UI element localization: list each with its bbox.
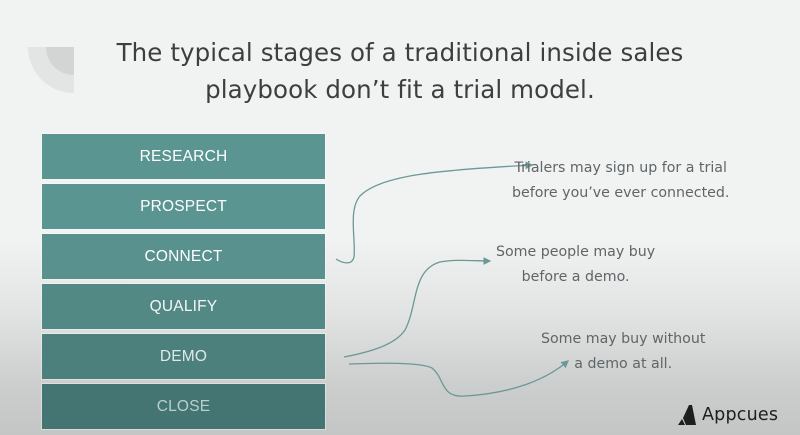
annotation-line: Trialers may sign up for a trial — [514, 160, 727, 176]
stage-label: CONNECT — [144, 247, 223, 265]
logo-text: Appcues — [702, 405, 779, 425]
stage-label: QUALIFY — [149, 297, 218, 315]
annotation-line: Some may buy without — [541, 331, 706, 347]
appcues-logo: Appcues — [678, 405, 778, 425]
stage-label: RESEARCH — [139, 147, 228, 165]
annotation-buy-before-demo: Some people may buy before a demo. — [496, 240, 655, 290]
arrow-demo-to-buy-before — [343, 257, 492, 358]
stage-label: CLOSE — [156, 397, 211, 415]
stage-connect: CONNECT — [42, 234, 325, 279]
annotation-line: before you’ve ever connected. — [512, 185, 730, 201]
stage-qualify: QUALIFY — [42, 284, 325, 329]
annotation-buy-without-demo: Some may buy without a demo at all. — [541, 327, 705, 377]
stage-label: PROSPECT — [140, 197, 227, 215]
stage-demo: DEMO — [42, 334, 325, 379]
annotation-line: before a demo. — [521, 269, 630, 285]
arrow-connect-to-trialers — [335, 161, 534, 264]
annotation-line: a demo at all. — [574, 356, 673, 372]
appcues-logo-icon — [678, 405, 696, 425]
stage-close: CLOSE — [42, 384, 325, 429]
annotation-trialers: Trialers may sign up for a trial before … — [512, 156, 729, 206]
stage-label: DEMO — [159, 347, 208, 365]
stage-research: RESEARCH — [42, 134, 325, 179]
arrow-demo-to-buy-without — [348, 360, 569, 397]
annotation-line: Some people may buy — [496, 244, 656, 260]
stage-prospect: PROSPECT — [42, 184, 325, 229]
title-line-2: playbook don’t fit a trial model. — [205, 75, 595, 104]
decorative-quarter-circle-icon — [28, 47, 74, 93]
slide-title: The typical stages of a traditional insi… — [0, 34, 800, 108]
title-line-1: The typical stages of a traditional insi… — [116, 38, 684, 67]
